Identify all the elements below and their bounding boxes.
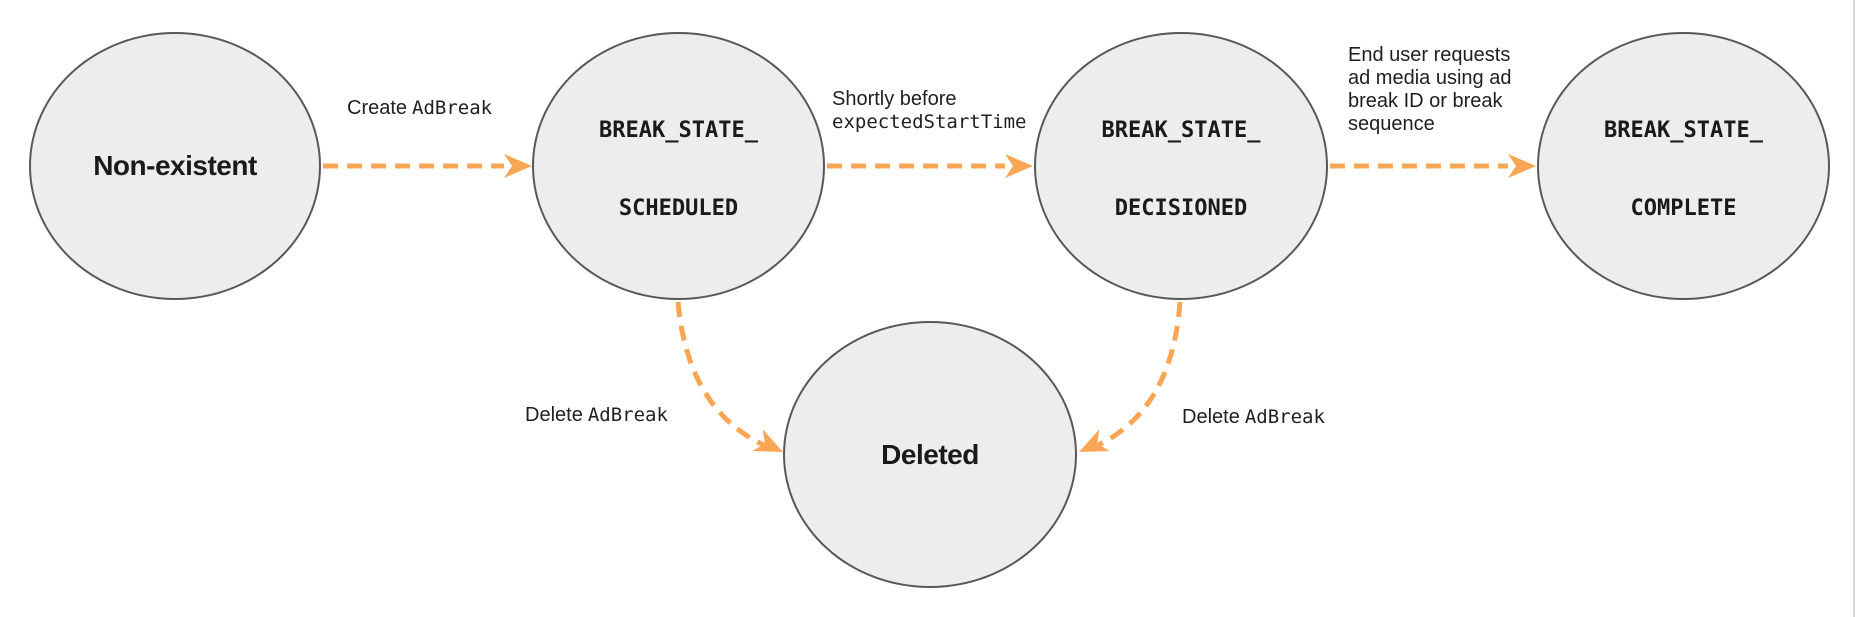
- state-node-break-state-decisioned: BREAK_STATE_ DECISIONED: [1034, 32, 1328, 300]
- edge-label-code: AdBreak: [1244, 406, 1325, 428]
- edge-label-text: Create: [347, 97, 408, 119]
- state-label-line1: BREAK_STATE_: [599, 118, 758, 143]
- state-label-line1: BREAK_STATE_: [1604, 118, 1763, 143]
- state-label-line2: DECISIONED: [1114, 196, 1248, 221]
- edge-label-code: AdBreak: [587, 404, 668, 426]
- edge-label-line: End user requests: [1348, 44, 1511, 66]
- state-label-line2: COMPLETE: [1630, 196, 1737, 221]
- state-label-line2: SCHEDULED: [618, 196, 739, 221]
- edge-label-line: break ID or break: [1348, 90, 1503, 112]
- state-label-break-state-decisioned: BREAK_STATE_ DECISIONED: [1102, 58, 1261, 274]
- state-node-break-state-scheduled: BREAK_STATE_ SCHEDULED: [532, 32, 825, 300]
- edge-label-shortly-before: Shortly before expectedStartTime: [832, 88, 1026, 134]
- edge-label-line: ad media using ad: [1348, 67, 1512, 89]
- arrow-delete-left-curve: [675, 301, 770, 450]
- state-label-line1: BREAK_STATE_: [1101, 118, 1261, 143]
- content-right-border: [1853, 0, 1855, 617]
- state-node-break-state-complete: BREAK_STATE_ COMPLETE: [1537, 32, 1830, 300]
- edge-label-code: expectedStartTime: [832, 111, 1027, 133]
- state-label-break-state-complete: BREAK_STATE_ COMPLETE: [1604, 58, 1763, 274]
- state-label-break-state-scheduled: BREAK_STATE_ SCHEDULED: [599, 58, 758, 274]
- arrow-delete-right-curve: [1092, 301, 1183, 450]
- state-label-non-existent: Non-existent: [93, 150, 257, 181]
- arrowhead-complete-icon: [1508, 154, 1536, 178]
- edge-label-code: AdBreak: [412, 97, 493, 119]
- state-node-deleted: Deleted: [783, 321, 1077, 588]
- arrowhead-create-icon: [504, 154, 532, 178]
- edge-label-text: Delete: [1182, 406, 1240, 428]
- state-node-non-existent: Non-existent: [29, 32, 321, 300]
- edge-label-text: Shortly before: [832, 88, 957, 110]
- edge-label-text: Delete: [525, 404, 583, 426]
- state-label-deleted: Deleted: [881, 438, 979, 470]
- arrowhead-delete-right-icon: [1079, 429, 1110, 452]
- arrowhead-decision-icon: [1005, 154, 1033, 178]
- edge-label-end-user-requests: End user requests ad media using ad brea…: [1348, 44, 1511, 136]
- edge-label-line: sequence: [1348, 113, 1435, 135]
